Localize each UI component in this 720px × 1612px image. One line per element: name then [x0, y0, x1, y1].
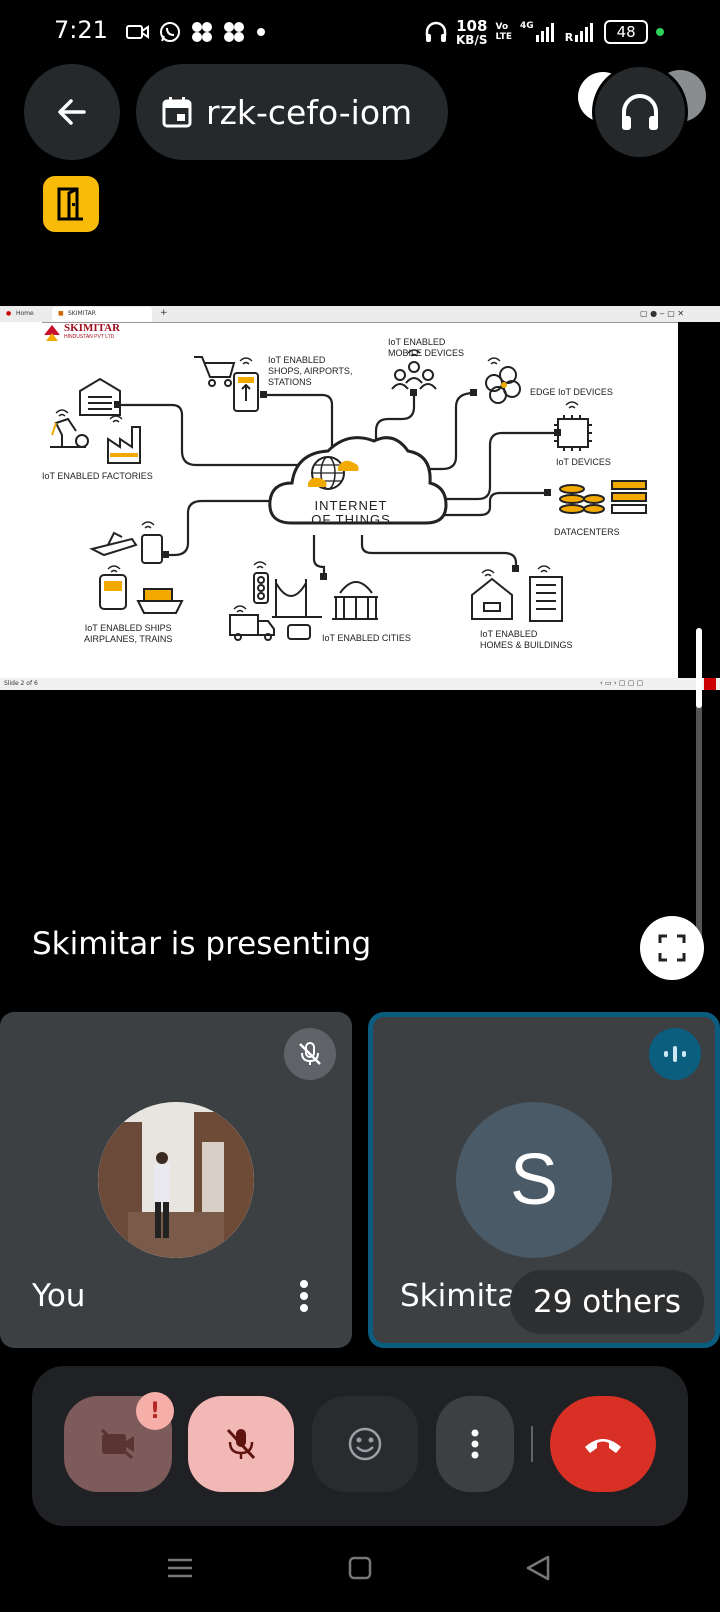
meeting-code: rzk-cefo-iom [206, 92, 413, 132]
mic-off-icon [226, 1428, 256, 1460]
speaking-indicator [649, 1028, 701, 1080]
wifi-icons [55, 349, 579, 613]
signal-roaming: R [565, 21, 596, 43]
label-datacenters: DATACENTERS [554, 527, 620, 537]
controls-divider [531, 1426, 533, 1462]
label-cities: IoT ENABLED CITIES [322, 633, 411, 643]
slide-margin-left [0, 322, 42, 678]
iot-diagram [44, 325, 647, 641]
audio-wave-icon [664, 1046, 686, 1062]
label-devices: IoT DEVICES [556, 457, 611, 467]
signal-icon [535, 23, 554, 42]
company-name: SKIMITAR [64, 322, 121, 334]
participant-name-you: You [32, 1278, 86, 1314]
tile-you[interactable]: You [0, 1012, 352, 1348]
video-camera-icon [126, 25, 149, 39]
label-edge: EDGE IoT DEVICES [530, 387, 613, 397]
system-nav-bar [0, 1526, 720, 1612]
phone-hangup-icon [585, 1439, 621, 1453]
fullscreen-icon [658, 934, 686, 962]
participant-name-skimitar: Skimitar [400, 1278, 529, 1314]
others-participants-button[interactable]: 29 others [510, 1270, 704, 1334]
skimitar-logo-icon [44, 325, 60, 341]
shared-taskbar: Slide 2 of 6 ‹ ▭ › ▢ ▢ ▢ [0, 678, 720, 690]
pinwheel-icon [192, 22, 212, 42]
stage-scrollbar-thumb[interactable] [696, 628, 702, 708]
headphones-icon [425, 21, 447, 42]
pinwheel-icon [224, 22, 244, 42]
slide-margin-right [678, 322, 720, 678]
camera-warning-badge: ! [136, 1392, 174, 1430]
recents-nav-button[interactable] [164, 1552, 196, 1584]
camera-off-icon [100, 1428, 134, 1460]
connector-lines [118, 391, 558, 575]
back-button[interactable] [24, 64, 120, 160]
privacy-dot-icon [656, 28, 665, 36]
triangle-back-icon [526, 1555, 550, 1581]
notification-icons [126, 18, 268, 46]
avatar [98, 1102, 254, 1258]
back-nav-button[interactable] [522, 1552, 554, 1584]
label-factories: IoT ENABLED FACTORIES [42, 471, 153, 481]
meeting-info-button[interactable]: rzk-cefo-iom [136, 64, 448, 160]
user-photo-icon [98, 1102, 254, 1258]
fullscreen-button[interactable] [640, 916, 704, 980]
status-time: 7:21 [54, 16, 108, 44]
cloud-icon [268, 436, 448, 525]
more-vertical-icon [471, 1429, 479, 1459]
audio-output-button[interactable] [592, 64, 688, 160]
calendar-icon [162, 97, 192, 128]
signal-icon [575, 23, 594, 42]
headphones-icon [622, 94, 658, 130]
menu-lines-icon [168, 1558, 192, 1578]
emoji-icon [348, 1427, 382, 1461]
whatsapp-icon [160, 22, 180, 42]
icon-groups [50, 356, 647, 641]
avatar-initial: S [456, 1102, 612, 1258]
mic-off-icon [299, 1042, 321, 1065]
more-vertical-icon [300, 1280, 308, 1312]
more-options-button[interactable] [436, 1396, 514, 1492]
arrow-left-icon [58, 99, 86, 125]
shared-browser-tabbar: ● Home ■ SKIMITAR + ▢ ● ‒ ▢ ✕ [0, 306, 720, 322]
stage-scrollbar[interactable] [696, 628, 702, 960]
square-home-icon [348, 1556, 372, 1580]
muted-indicator [284, 1028, 336, 1080]
tile-options-button[interactable] [284, 1270, 324, 1322]
leave-breakout-button[interactable] [43, 176, 99, 232]
signal-4g: 4G [520, 21, 557, 43]
presenting-label: Skimitar is presenting [32, 926, 372, 962]
door-exit-icon [57, 187, 83, 221]
company-subtitle: HINDUSTAN PVT LTD [64, 334, 115, 340]
dot-icon [257, 28, 265, 36]
microphone-toggle-button[interactable] [188, 1396, 294, 1492]
home-nav-button[interactable] [344, 1552, 376, 1584]
end-call-button[interactable] [550, 1396, 656, 1492]
battery-indicator: 48 [604, 20, 649, 44]
reactions-button[interactable] [312, 1396, 418, 1492]
